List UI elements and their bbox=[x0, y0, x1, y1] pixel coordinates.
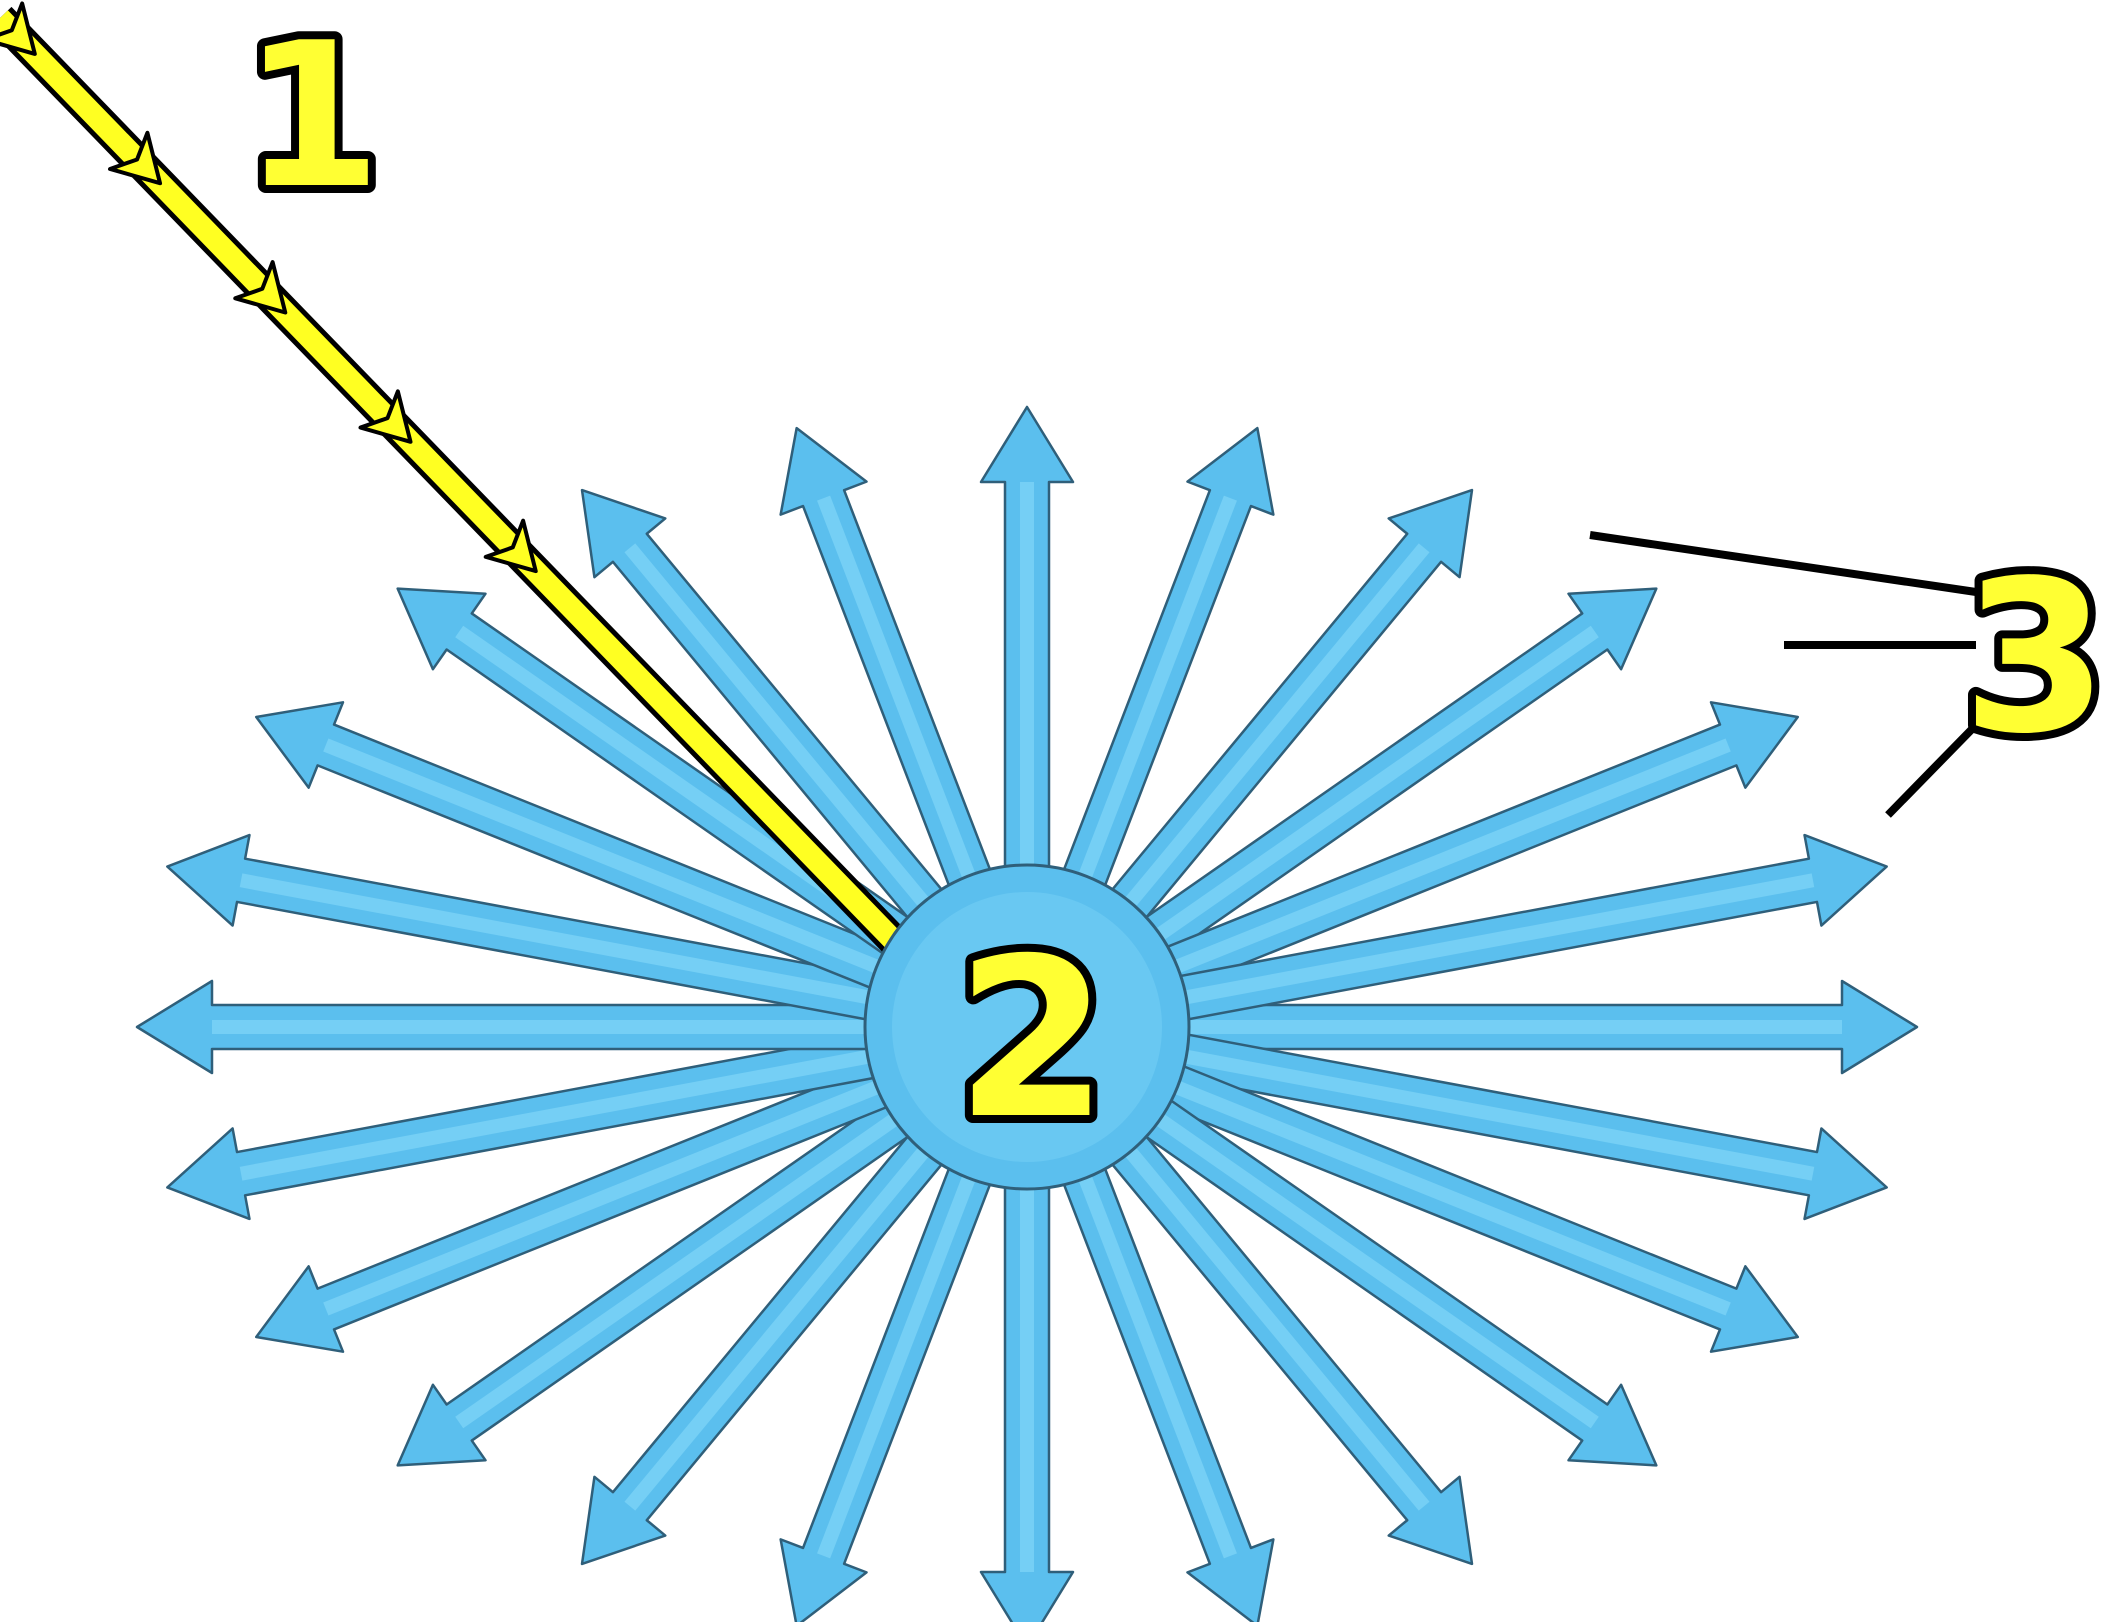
incoming-ray-arrowhead bbox=[483, 518, 538, 574]
leader-line-bottom bbox=[1885, 722, 1979, 818]
center-inner-circle bbox=[892, 892, 1162, 1162]
leader-line-top bbox=[1589, 531, 1977, 596]
incoming-ray-arrowhead bbox=[108, 130, 163, 186]
label-2: 2 bbox=[955, 911, 1108, 1167]
incoming-ray-arrowhead bbox=[358, 389, 413, 444]
incoming-ray-arrowhead bbox=[233, 260, 288, 315]
incoming-ray-arrowhead bbox=[0, 1, 37, 56]
label-3-leader-lines bbox=[1589, 531, 1979, 818]
incoming-ray bbox=[0, 1, 907, 954]
scattering-center bbox=[863, 863, 1191, 1191]
label-1: 1 bbox=[242, 0, 381, 233]
label-3: 3 bbox=[1962, 535, 2108, 780]
